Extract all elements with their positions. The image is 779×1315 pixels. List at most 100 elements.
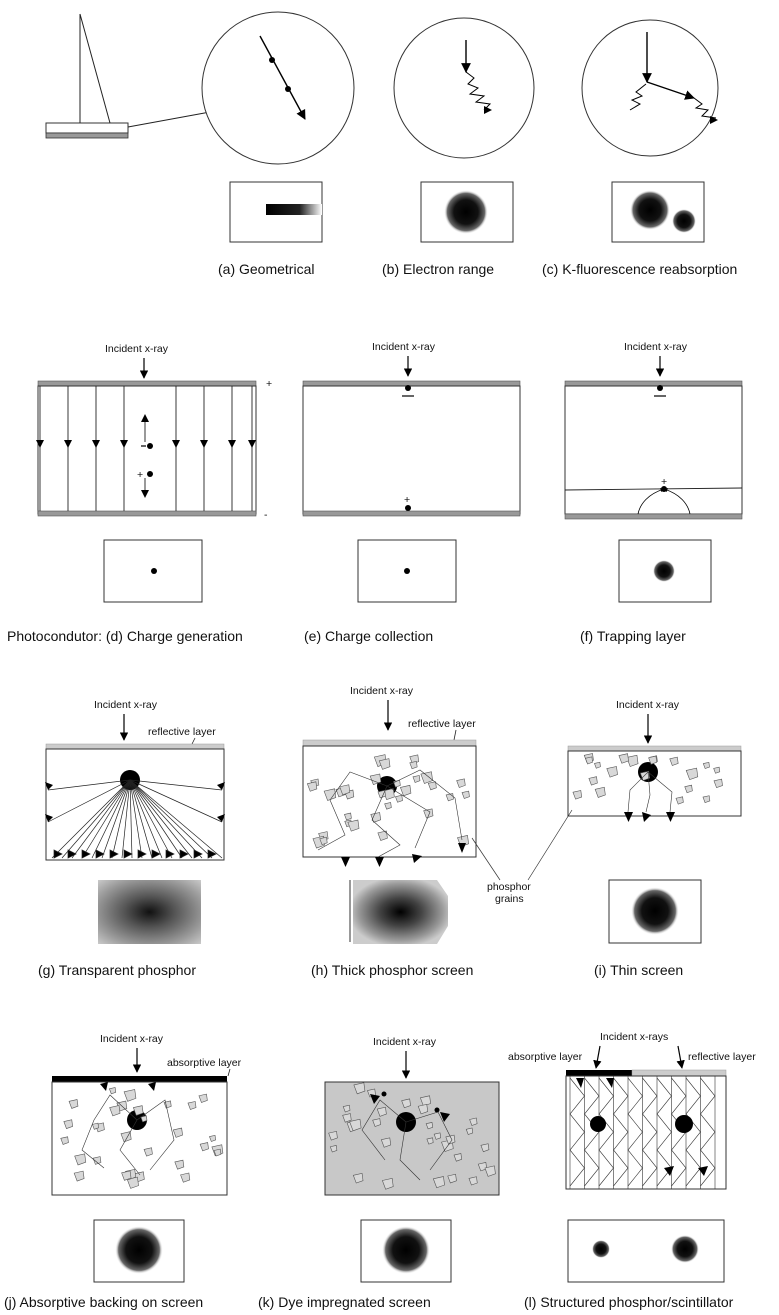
phosphor-grain bbox=[369, 773, 382, 786]
caption-g: (g) Transparent phosphor bbox=[38, 962, 196, 978]
phosphor-grain bbox=[423, 808, 434, 819]
light-ray bbox=[129, 779, 193, 859]
phosphor-grain bbox=[409, 761, 418, 770]
phosphor-grains-k bbox=[328, 1082, 496, 1190]
light-ray-arrow bbox=[67, 849, 77, 859]
phosphor-grain bbox=[648, 755, 658, 765]
phosphor-grain bbox=[91, 1122, 99, 1130]
light-ray bbox=[129, 779, 133, 859]
panel-a-detector-sketch bbox=[45, 13, 211, 139]
phosphor-grain bbox=[378, 758, 391, 770]
panel-g-image bbox=[98, 880, 201, 944]
caption-i: (i) Thin screen bbox=[594, 962, 683, 978]
light-ray bbox=[129, 779, 143, 859]
reflective-layer-label-g: reflective layer bbox=[148, 726, 216, 738]
light-guide-path bbox=[569, 1077, 585, 1187]
light-ray-arrow bbox=[137, 849, 147, 859]
phosphor-grain bbox=[319, 836, 328, 846]
panel-h-thick-phosphor: Incident x-ray reflective layer bbox=[302, 685, 477, 867]
incident-xray-label-h: Incident x-ray bbox=[350, 685, 414, 697]
light-ray-arrow bbox=[53, 849, 63, 859]
incident-xray-label-d: Incident x-ray bbox=[105, 343, 169, 355]
phosphor-grain bbox=[465, 1127, 474, 1135]
phosphor-grain bbox=[198, 1093, 208, 1103]
phosphor-grain bbox=[702, 761, 710, 769]
light-ray bbox=[129, 779, 183, 859]
phosphor-grain bbox=[121, 1170, 132, 1181]
phosphor-grain bbox=[213, 1148, 222, 1157]
incident-xray-label-i: Incident x-ray bbox=[616, 699, 680, 711]
phosphor-grain bbox=[618, 753, 629, 764]
light-ray bbox=[61, 779, 131, 859]
phosphor-grain bbox=[432, 1176, 445, 1189]
caption-e: (e) Charge collection bbox=[304, 628, 433, 644]
phosphor-grain bbox=[417, 1103, 429, 1115]
panel-i-thin-screen: Incident x-ray bbox=[567, 699, 742, 822]
absorptive-layer-label-l: absorptive layer bbox=[508, 1051, 583, 1063]
phosphor-grain bbox=[419, 1095, 431, 1107]
phosphor-grain bbox=[588, 776, 598, 786]
caption-f: (f) Trapping layer bbox=[580, 628, 686, 644]
light-ray-arrow bbox=[151, 849, 161, 859]
incident-xray-label-g: Incident x-ray bbox=[94, 699, 158, 711]
light-ray bbox=[129, 779, 203, 859]
light-ray-arrow bbox=[81, 849, 91, 859]
panel-b-circle bbox=[393, 17, 535, 159]
phosphor-grain bbox=[395, 794, 403, 803]
phosphor-grain bbox=[426, 1137, 434, 1145]
incident-xrays-label-l: Incident x-rays bbox=[600, 1031, 668, 1043]
phosphor-grain bbox=[572, 790, 583, 800]
phosphor-grain bbox=[377, 790, 386, 799]
phosphor-grain bbox=[713, 766, 721, 774]
light-ray-arrow bbox=[109, 849, 119, 859]
phosphor-grain bbox=[73, 1170, 85, 1182]
light-ray-arrow bbox=[179, 849, 189, 859]
phosphor-grain bbox=[469, 1117, 478, 1126]
phosphor-grain bbox=[353, 1082, 366, 1095]
phosphor-grain bbox=[132, 1105, 144, 1116]
phosphor-grains-j bbox=[60, 1087, 224, 1189]
phosphor-grain bbox=[626, 754, 639, 767]
incident-xray-label-k: Incident x-ray bbox=[373, 1036, 437, 1048]
light-guide-path bbox=[700, 1077, 716, 1187]
phosphor-grain bbox=[480, 1143, 490, 1153]
phosphor-grain bbox=[461, 790, 470, 799]
light-ray-arrow bbox=[165, 849, 175, 859]
light-guide-path bbox=[613, 1077, 629, 1187]
phosphor-grain bbox=[180, 1172, 191, 1183]
phosphor-grain bbox=[420, 771, 433, 784]
phosphor-grain bbox=[306, 781, 318, 792]
phosphor-grain bbox=[209, 1134, 216, 1142]
light-ray bbox=[129, 779, 173, 859]
phosphor-grains-i bbox=[572, 753, 723, 805]
panel-e-photoconductor: Incident x-ray + bbox=[302, 341, 521, 517]
panel-i-image bbox=[608, 879, 702, 944]
phosphor-grain bbox=[172, 1127, 183, 1138]
light-ray-arrow bbox=[193, 849, 203, 859]
phosphor-grain bbox=[447, 1173, 457, 1184]
light-ray bbox=[47, 779, 131, 791]
panel-a-image bbox=[229, 181, 323, 243]
light-ray bbox=[81, 779, 131, 859]
panel-d-image bbox=[103, 539, 203, 603]
absorptive-layer-label-j: absorptive layer bbox=[167, 1057, 242, 1069]
phosphor-grain bbox=[347, 819, 360, 832]
phosphor-grain bbox=[140, 1115, 148, 1123]
phosphor-grain bbox=[453, 1153, 463, 1162]
phosphor-grain bbox=[380, 1137, 392, 1148]
light-ray-arrow bbox=[207, 849, 217, 859]
light-ray bbox=[111, 779, 131, 859]
phosphor-grain bbox=[456, 778, 466, 788]
phosphor-grain bbox=[427, 781, 437, 791]
caption-j: (j) Absorptive backing on screen bbox=[4, 1294, 203, 1310]
plus-charge: + bbox=[137, 469, 143, 481]
incident-xray-label-j: Incident x-ray bbox=[100, 1033, 164, 1045]
phosphor-grain bbox=[174, 1159, 185, 1170]
plus-charge-e: + bbox=[404, 494, 410, 506]
phosphor-grain bbox=[344, 812, 352, 821]
phosphor-grain bbox=[349, 1118, 362, 1132]
light-ray bbox=[91, 779, 131, 859]
phosphor-grain bbox=[143, 1147, 153, 1157]
phosphor-grain bbox=[123, 1089, 137, 1102]
phosphor-grain bbox=[412, 775, 421, 783]
